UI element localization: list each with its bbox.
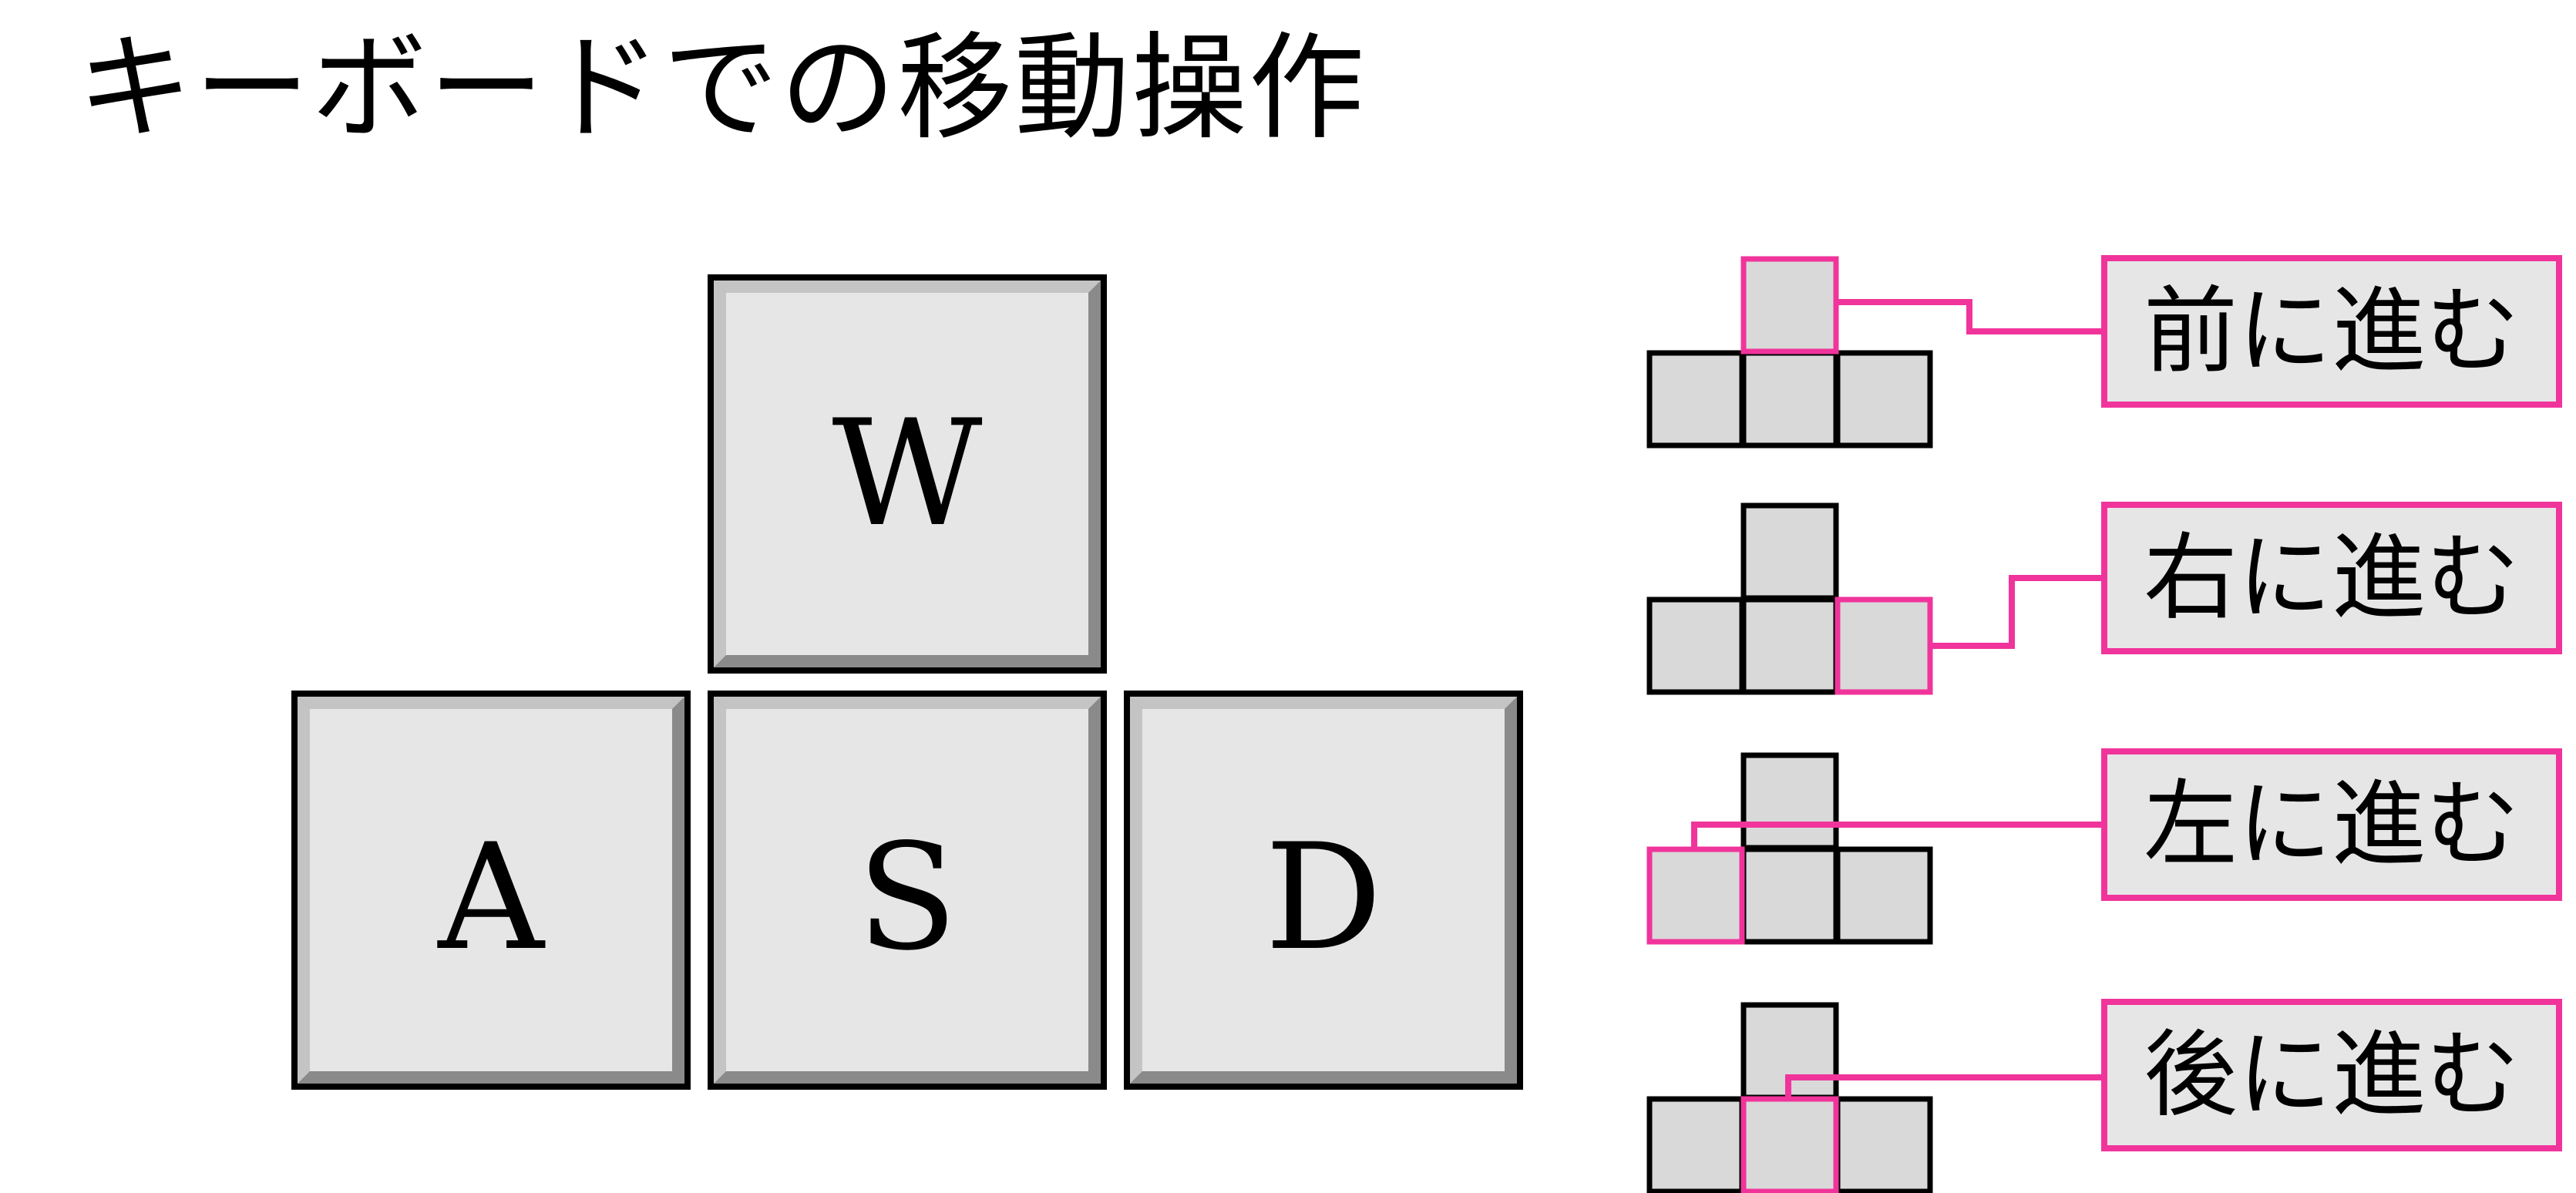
mini-keyboard [1646, 752, 1933, 945]
mini-key-w [1740, 752, 1839, 851]
mini-key-d [1834, 1096, 1933, 1193]
key-w: W [708, 274, 1107, 674]
key-s-letter: S [857, 812, 957, 983]
key-a-letter: A [436, 812, 546, 983]
connector-line [1930, 575, 2104, 649]
mini-key-s [1740, 1096, 1839, 1193]
mini-key-d [1834, 350, 1933, 449]
mini-key-s [1740, 846, 1839, 945]
action-left: 左に進む [1646, 748, 2562, 945]
action-label-left: 左に進む [2144, 770, 2520, 879]
key-d-letter: D [1265, 812, 1382, 983]
key-a: A [291, 691, 691, 1090]
action-label-back: 後に進む [2144, 1020, 2520, 1130]
mini-key-a [1646, 846, 1745, 945]
action-label-box [2101, 502, 2562, 654]
mini-key-a [1646, 350, 1745, 449]
mini-key-s [1740, 350, 1839, 449]
key-s: S [708, 691, 1107, 1090]
mini-keyboard [1646, 1002, 1933, 1193]
mini-key-w [1740, 256, 1839, 355]
mini-key-w [1740, 502, 1839, 601]
key-d: D [1124, 691, 1523, 1090]
mini-key-d [1834, 846, 1933, 945]
connector-line [1836, 299, 2104, 334]
mini-key-d [1834, 596, 1933, 695]
action-right: 右に進む [1646, 502, 2562, 695]
action-label-right: 右に進む [2144, 523, 2520, 633]
action-back: 後に進む [1646, 999, 2562, 1193]
connector-line [1691, 822, 2104, 849]
action-label-box [2101, 255, 2562, 408]
action-label-forward: 前に進む [2144, 277, 2520, 386]
connector-line [1785, 1074, 2104, 1099]
key-w-letter: W [832, 388, 982, 559]
mini-keyboard [1646, 256, 1933, 449]
action-forward: 前に進む [1646, 255, 2562, 449]
action-label-box [2101, 748, 2562, 901]
mini-key-a [1646, 1096, 1745, 1193]
mini-key-a [1646, 596, 1745, 695]
page-title: キーボードでの移動操作 [77, 22, 1367, 156]
mini-key-s [1740, 596, 1839, 695]
action-label-box [2101, 999, 2562, 1151]
mini-keyboard [1646, 502, 1933, 695]
